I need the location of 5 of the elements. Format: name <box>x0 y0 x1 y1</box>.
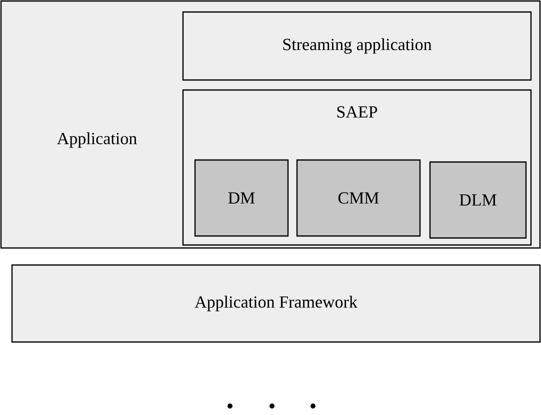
component-box: DLM <box>429 161 527 239</box>
layer-box: Application Framework <box>11 264 541 343</box>
component-box: DM <box>194 159 289 237</box>
module-box: Streaming application <box>182 11 532 81</box>
component-box: CMM <box>296 159 421 237</box>
